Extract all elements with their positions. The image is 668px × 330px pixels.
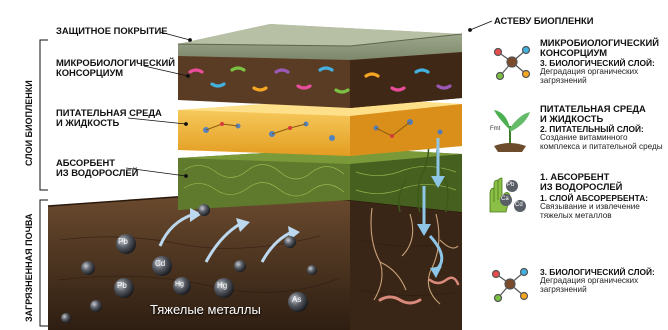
- metal-ball: [284, 236, 296, 248]
- metal-ball: [61, 313, 71, 323]
- right-panel-nutrient: ПИТАТЕЛЬНАЯ СРЕДА И ЖИДКОСТЬ 2. ПИТАТЕЛЬ…: [540, 104, 664, 152]
- metal-ball: [198, 204, 210, 216]
- microbial-label-line-2: КОНСОРЦИУМ: [56, 68, 175, 78]
- nutrient-layer: [178, 98, 462, 156]
- algae-label-line-2: ИЗ ВОДОРОСЛЕЙ: [56, 168, 138, 178]
- heavy-metals-caption: Тяжелые металлы: [150, 302, 261, 317]
- right-panel-microbial: МИКРОБИОЛОГИЧЕСКИЙ КОНСОРЦИУМ 3. БИОЛОГИ…: [540, 38, 664, 86]
- metal-ball: [90, 300, 102, 312]
- metal-ball: [307, 265, 317, 275]
- contaminated-soil-side-label: ЗАГРЯЗНЕННАЯ ПОЧВА: [24, 214, 34, 322]
- molecule-icon-2: [493, 269, 528, 302]
- metal-ball: [234, 260, 246, 272]
- algae-sorbent-label: АБСОРБЕНТ ИЗ ВОДОРОСЛЕЙ: [56, 158, 138, 178]
- protective-coating-label: ЗАЩИТНОЕ ПОКРЫТИЕ: [56, 26, 167, 36]
- nutrient-label-line-2: И ЖИДКОСТЬ: [56, 118, 162, 128]
- metal-symbol: Hg: [217, 282, 227, 291]
- plant-icon-label: Fmt: [490, 126, 500, 132]
- panel-desc-line-2: тяжелых металлов: [540, 212, 664, 221]
- biofilm-layers-side-label: СЛОИ БИОПЛЕНКИ: [24, 80, 34, 166]
- nutrient-medium-label: ПИТАТЕЛЬНАЯ СРЕДА И ЖИДКОСТЬ: [56, 108, 162, 128]
- side-brackets: [40, 40, 48, 326]
- right-panel-sorbent: 1. АБСОРБЕНТ ИЗ ВОДОРОСЛЕЙ 1. СЛОЙ АБСОР…: [540, 172, 664, 221]
- protective-coating: [178, 24, 462, 60]
- metal-symbol: Pb: [117, 282, 127, 291]
- hand-metal-symbol: Ca: [501, 196, 509, 202]
- metal-symbol: Pb: [118, 238, 128, 247]
- metal-ball: [81, 261, 95, 275]
- microbial-consortium-label: МИКРОБИОЛОГИЧЕСКИЙ КОНСОРЦИУМ: [56, 58, 175, 78]
- panel-desc-line-2: загрязнений: [540, 286, 664, 295]
- hand-metal-symbol: Cd: [515, 202, 523, 208]
- hand-metal-symbol: Pb: [507, 182, 514, 188]
- metal-symbol: Hg: [175, 281, 184, 289]
- panel-desc-line-2: комплекса и питательной среды: [540, 143, 664, 152]
- molecule-icon: [495, 47, 530, 80]
- biofilm-top-label: АСТЕВУ БИОПЛЕНКИ: [494, 16, 593, 26]
- metal-symbol: As: [292, 296, 301, 305]
- panel-title-line-2: ИЗ ВОДОРОСЛЕЙ: [540, 182, 664, 192]
- panel-title-line-2: КОНСОРЦИУМ: [540, 48, 664, 58]
- right-panel-biological: 3. БИОЛОГИЧЕСКИЙ СЛОЙ: Деградация органи…: [540, 268, 664, 295]
- panel-title-line-2: И ЖИДКОСТЬ: [540, 114, 664, 124]
- panel-desc-line-2: загрязнений: [540, 77, 664, 86]
- metal-symbol: Cd: [155, 260, 165, 269]
